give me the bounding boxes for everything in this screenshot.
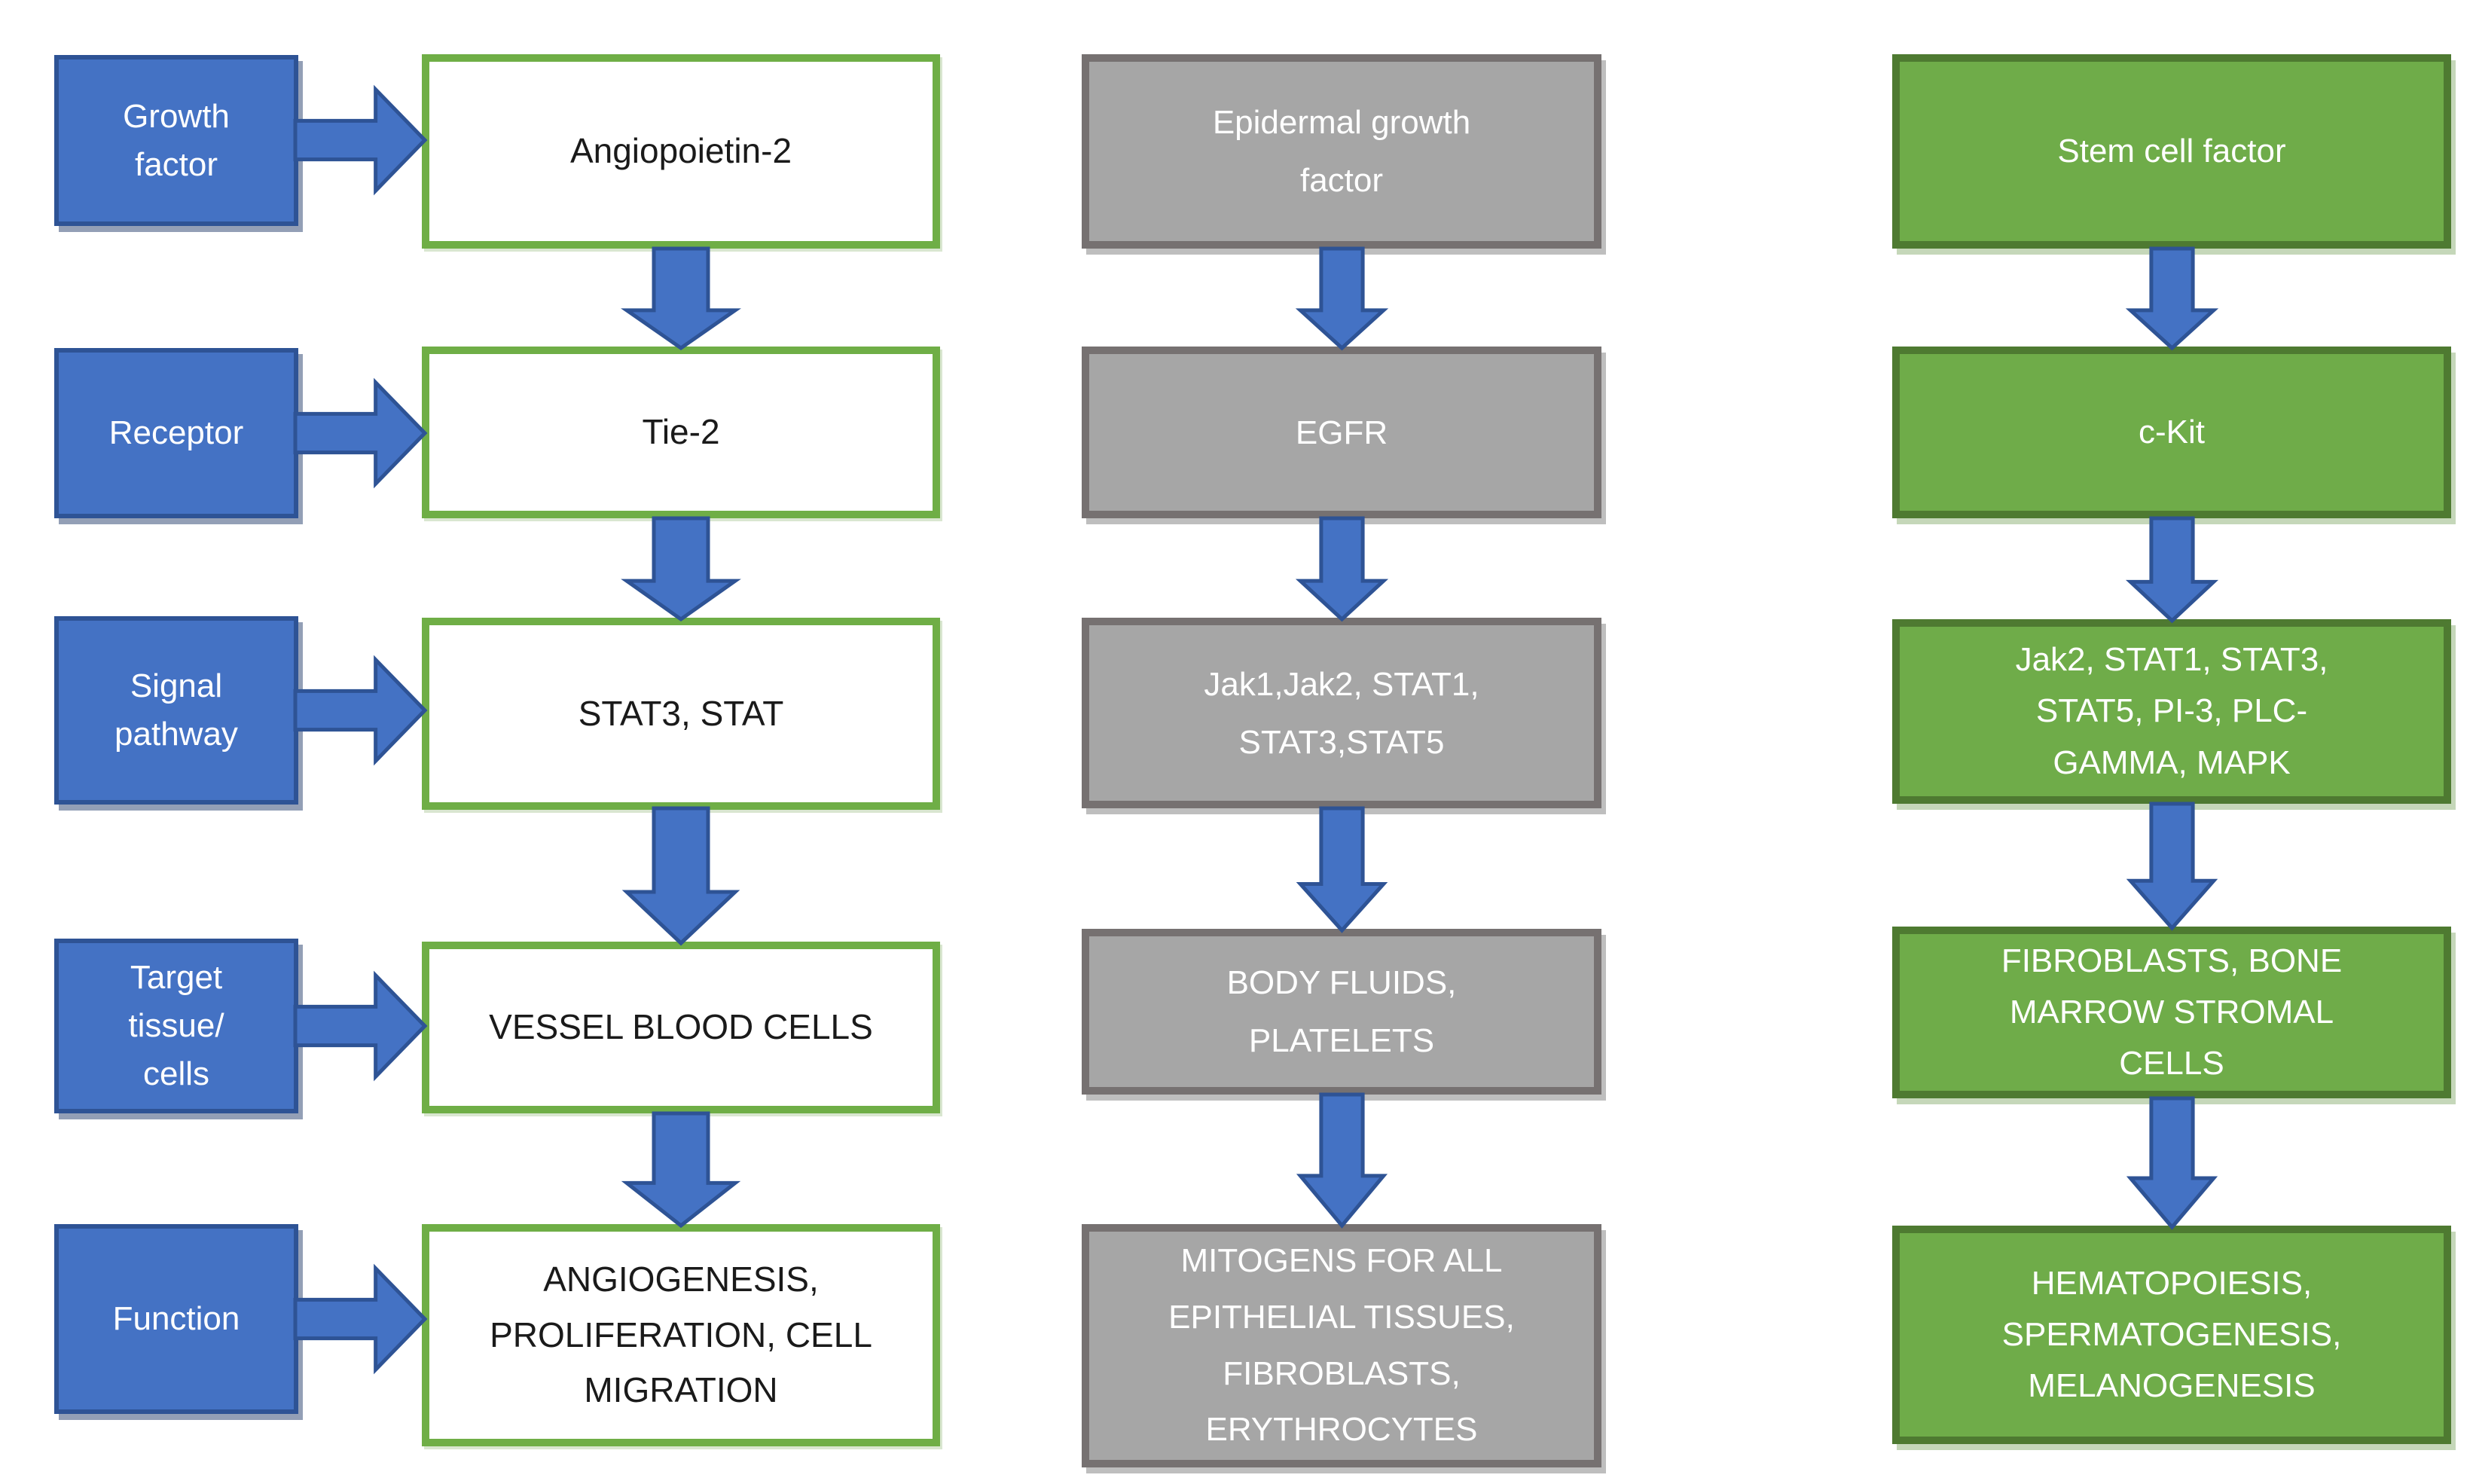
row-label-signal-pathway: Signal pathway	[54, 616, 298, 805]
row-label-target-tissue-cells: Target tissue/ cells	[54, 939, 298, 1113]
box-egfr: EGFR	[1082, 347, 1601, 518]
down-arrow-icon	[1299, 249, 1385, 348]
down-arrow-icon	[1299, 518, 1385, 619]
right-arrow-icon	[295, 80, 425, 200]
box-jak-stat-scf: Jak2, STAT1, STAT3, STAT5, PI-3, PLC- GA…	[1892, 619, 2451, 804]
down-arrow-icon	[624, 249, 737, 348]
row-label-function: Function	[54, 1224, 298, 1414]
down-arrow-icon	[624, 1113, 737, 1226]
down-arrow-icon	[624, 808, 737, 943]
box-fibroblasts-stromal-cells: FIBROBLASTS, BONE MARROW STROMAL CELLS	[1892, 927, 2451, 1098]
down-arrow-icon	[624, 518, 737, 619]
box-hematopoiesis-function: HEMATOPOIESIS, SPERMATOGENESIS, MELANOGE…	[1892, 1226, 2451, 1444]
right-arrow-icon	[295, 650, 425, 771]
box-angiogenesis-function: ANGIOGENESIS, PROLIFERATION, CELL MIGRAT…	[422, 1224, 940, 1446]
right-arrow-icon	[295, 966, 425, 1086]
box-tie-2: Tie-2	[422, 347, 940, 518]
row-label-receptor: Receptor	[54, 348, 298, 518]
box-epidermal-growth-factor: Epidermal growth factor	[1082, 54, 1601, 249]
box-stat3-stat: STAT3, STAT	[422, 618, 940, 810]
down-arrow-icon	[2129, 518, 2215, 621]
box-jak-stat-egf: Jak1,Jak2, STAT1, STAT3,STAT5	[1082, 618, 1601, 808]
right-arrow-icon	[295, 1259, 425, 1379]
down-arrow-icon	[2129, 804, 2215, 928]
down-arrow-icon	[2129, 249, 2215, 348]
box-mitogens-function: MITOGENS FOR ALL EPITHELIAL TISSUES, FIB…	[1082, 1224, 1601, 1467]
box-vessel-blood-cells: VESSEL BLOOD CELLS	[422, 942, 940, 1113]
box-body-fluids-platelets: BODY FLUIDS, PLATELETS	[1082, 929, 1601, 1095]
down-arrow-icon	[1299, 808, 1385, 930]
row-label-growth-factor: Growth factor	[54, 55, 298, 226]
box-stem-cell-factor: Stem cell factor	[1892, 54, 2451, 249]
down-arrow-icon	[2129, 1098, 2215, 1227]
box-c-kit: c-Kit	[1892, 347, 2451, 518]
box-angiopoietin-2: Angiopoietin-2	[422, 54, 940, 249]
right-arrow-icon	[295, 373, 425, 493]
down-arrow-icon	[1299, 1095, 1385, 1226]
